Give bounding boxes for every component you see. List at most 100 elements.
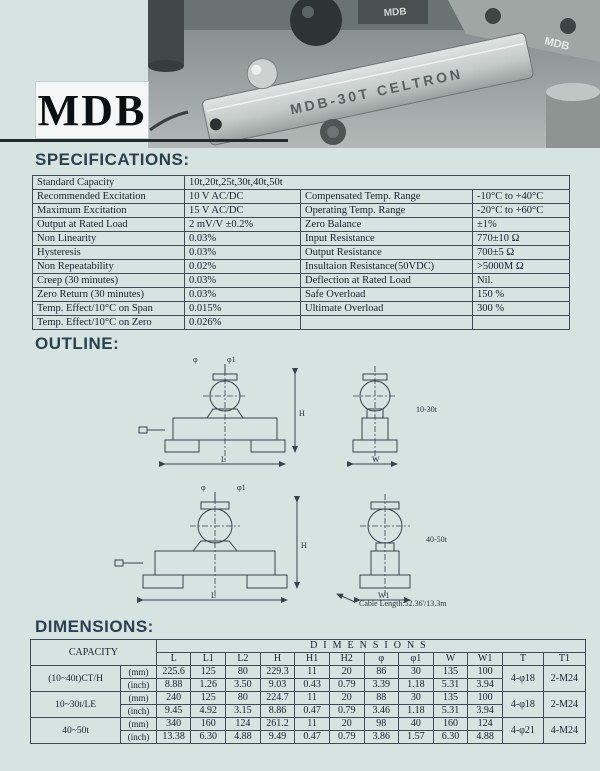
- spec-label: Maximum Excitation: [32, 203, 185, 218]
- title-rule: [0, 139, 288, 142]
- dim-cell: 229.3: [259, 665, 296, 679]
- specifications-table: Standard Capacity 10t,20t,25t,30t,40t,50…: [32, 175, 571, 330]
- dim-cell: 124: [467, 717, 503, 731]
- capacity-header: CAPACITY: [30, 639, 157, 666]
- spec-label: Input Resistance: [300, 231, 473, 246]
- dim-cell-t1: 2-M24: [542, 691, 587, 718]
- dim-row-mm: 10~30t/LE (mm) 240 125 80 224.7 11 20 88…: [29, 691, 587, 718]
- spec-label: Deflection at Rated Load: [300, 273, 473, 288]
- dim-col: T: [501, 652, 544, 666]
- dim-cell: 0.79: [328, 730, 365, 744]
- spec-label: [300, 315, 473, 330]
- spec-label: Recommended Excitation: [32, 189, 185, 204]
- spec-row: Maximum Excitation 15 V AC/DC Operating …: [32, 203, 571, 218]
- dim-cell: 8.88: [155, 678, 192, 692]
- dim-cell: 0.79: [328, 704, 365, 718]
- outline-side-view-small: W 10-30t: [347, 366, 438, 467]
- dim-cell: 1.26: [190, 678, 227, 692]
- spec-value: Nil.: [471, 273, 571, 288]
- dim-col: W1: [467, 652, 503, 666]
- spec-value: 700±5 Ω: [471, 245, 571, 260]
- dim-col: H1: [294, 652, 330, 666]
- dim-cell: 9.45: [155, 704, 192, 718]
- svg-text:φ1: φ1: [227, 355, 236, 364]
- capacity-cell: (10~40t)CT/H: [29, 665, 122, 692]
- unit-cell: (inch): [120, 730, 157, 744]
- brand-title: MDB: [37, 85, 147, 135]
- spec-label: Non Linearity: [32, 231, 185, 246]
- dim-cell: 124: [225, 717, 261, 731]
- unit-cell: (mm): [120, 665, 157, 679]
- spec-value: 150 %: [471, 287, 571, 302]
- spec-label: Ultimate Overload: [300, 301, 473, 316]
- dim-cell: 3.94: [467, 704, 503, 718]
- spec-row: Recommended Excitation 10 V AC/DC Compen…: [32, 189, 571, 204]
- dim-col: H: [259, 652, 296, 666]
- dim-col: H2: [328, 652, 365, 666]
- spec-label: Non Repeatability: [32, 259, 185, 274]
- dim-cell: 225.6: [155, 665, 192, 679]
- dim-cell: 6.30: [432, 730, 469, 744]
- dim-row-inch: (inch) 13.38 6.30 4.88 9.49 0.47 0.79 3.…: [31, 730, 586, 744]
- unit-cell: (inch): [120, 704, 157, 718]
- dimensions-header-cell: DIMENSIONS: [155, 639, 587, 653]
- outline-front-view-large: φ φ1 L H: [114, 483, 307, 603]
- dim-cell: 125: [190, 665, 227, 679]
- dim-cell: 3.39: [363, 678, 400, 692]
- dimensions-table: CAPACITY DIMENSIONS L L1 L2 H H1 H2 φ φ1…: [29, 639, 587, 744]
- dim-cell-t: 4-φ18: [501, 665, 544, 692]
- dim-cell: 160: [190, 717, 227, 731]
- spec-value: [471, 315, 571, 330]
- dim-cell-t1: 2-M24: [542, 665, 587, 692]
- dim-cell: 125: [190, 691, 227, 705]
- cable: [149, 110, 189, 132]
- dim-cell: 0.47: [294, 704, 330, 718]
- dim-cell: 20: [328, 717, 365, 731]
- dim-cell: 9.03: [259, 678, 296, 692]
- unit-cell: (inch): [120, 678, 157, 692]
- dim-cell: 11: [294, 691, 330, 705]
- cable-length-note: Cable Length:52.36'/13.3m: [359, 599, 447, 608]
- spec-label: Creep (30 minutes): [32, 273, 185, 288]
- spec-value: 0.03%: [184, 231, 301, 246]
- spec-value: >5000M Ω: [471, 259, 571, 274]
- dim-cell: 4.88: [225, 730, 261, 744]
- dim-header-row: CAPACITY DIMENSIONS: [30, 639, 587, 666]
- spec-value: 0.03%: [184, 273, 301, 288]
- dim-cell: 3.46: [363, 704, 400, 718]
- spec-label: Insultaion Resistance(50VDC): [300, 259, 473, 274]
- svg-text:L: L: [221, 455, 226, 464]
- dim-cell: 9.49: [259, 730, 296, 744]
- dim-cell: 3.15: [225, 704, 261, 718]
- dim-row-mm: 40~50t (mm) 340 160 124 261.2 11 20 98 4…: [29, 717, 587, 744]
- spec-value: 15 V AC/DC: [184, 203, 301, 218]
- specifications-heading: SPECIFICATIONS:: [35, 150, 190, 169]
- dim-cell: 240: [155, 691, 192, 705]
- dim-col: L2: [225, 652, 261, 666]
- fixture-bottom-right: [546, 92, 600, 148]
- dim-cell: 5.31: [432, 704, 469, 718]
- dim-row-inch: (inch) 9.45 4.92 3.15 8.86 0.47 0.79 3.4…: [31, 704, 586, 718]
- brand-block: MDB: [36, 82, 148, 138]
- spec-row: Hysteresis 0.03% Output Resistance 700±5…: [32, 245, 571, 260]
- spec-value: 770±10 Ω: [471, 231, 571, 246]
- spec-label: Zero Return (30 minutes): [32, 287, 185, 302]
- spec-row: Standard Capacity 10t,20t,25t,30t,40t,50…: [32, 175, 571, 190]
- photo-mark-right: MDB: [543, 35, 570, 53]
- spec-value: 300 %: [471, 301, 571, 316]
- outline-side-view-large: W1 40-50t: [354, 494, 448, 603]
- svg-text:φ1: φ1: [237, 483, 246, 492]
- spec-label: Safe Overload: [300, 287, 473, 302]
- product-photo: MDB MDB MDB-30T CELTRON: [148, 0, 600, 148]
- spec-value: 0.03%: [184, 245, 301, 260]
- dim-col: φ: [363, 652, 400, 666]
- photo-mark-left: MDB: [383, 6, 406, 19]
- dim-cell: 5.31: [432, 678, 469, 692]
- spec-label: Output Resistance: [300, 245, 473, 260]
- dim-cell: 3.94: [467, 678, 503, 692]
- spec-row: Output at Rated Load 2 mV/V ±0.2% Zero B…: [32, 217, 571, 232]
- dimensions-heading: DIMENSIONS:: [35, 617, 154, 636]
- svg-text:10-30t: 10-30t: [416, 405, 438, 414]
- spec-label: Output at Rated Load: [32, 217, 185, 232]
- spec-row: Zero Return (30 minutes) 0.03% Safe Over…: [32, 287, 571, 302]
